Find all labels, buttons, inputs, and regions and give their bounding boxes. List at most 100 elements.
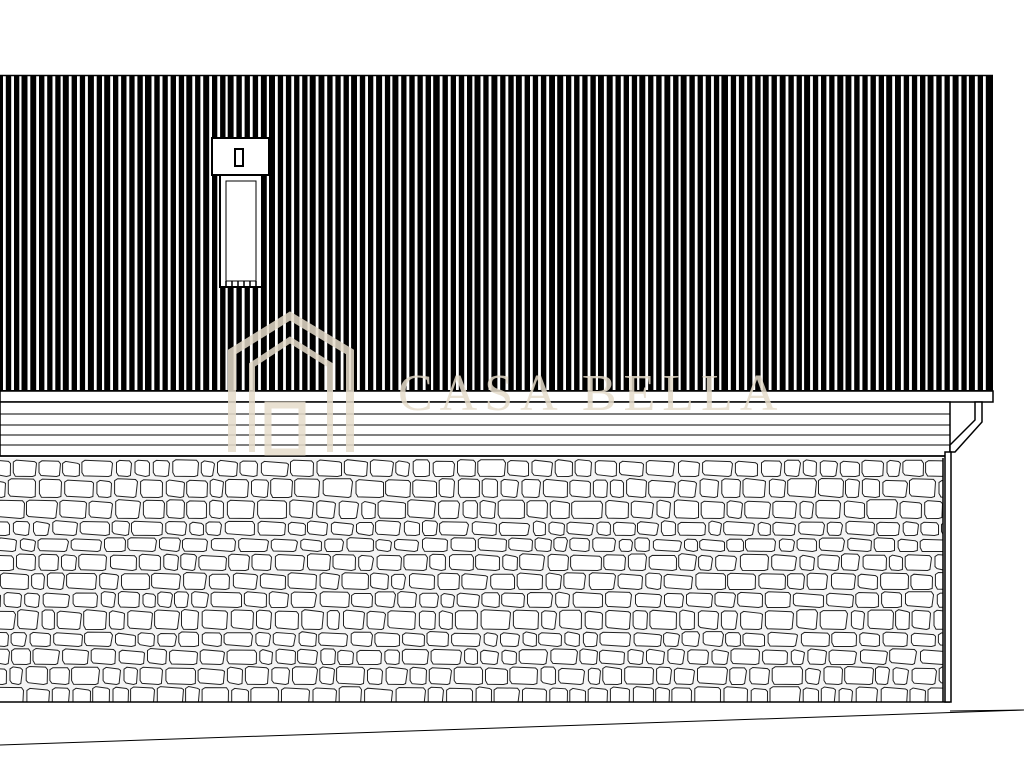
stone xyxy=(522,687,548,702)
stone xyxy=(384,649,401,666)
fascia-board xyxy=(0,401,951,457)
stone xyxy=(457,459,477,478)
stone xyxy=(186,479,209,499)
stone xyxy=(131,520,164,537)
stone xyxy=(855,591,880,609)
stone xyxy=(481,592,501,609)
stone xyxy=(526,500,549,520)
stone xyxy=(199,649,226,666)
stone xyxy=(477,536,508,553)
stone xyxy=(183,571,208,591)
stone xyxy=(427,686,445,702)
roof-rib-gap xyxy=(44,76,48,390)
stone xyxy=(699,538,725,553)
stone xyxy=(374,632,401,648)
roof-rib-gap xyxy=(307,76,310,390)
stone xyxy=(714,591,737,609)
stone xyxy=(88,500,114,520)
stone xyxy=(862,554,888,572)
roof-rib-gap xyxy=(472,76,475,390)
stone xyxy=(346,537,375,553)
roof-rib-gap xyxy=(909,76,912,390)
stone xyxy=(0,481,7,499)
stone xyxy=(490,573,515,591)
house-icon xyxy=(228,311,354,456)
stone xyxy=(289,499,315,520)
roof-rib-gap xyxy=(760,76,763,390)
stone xyxy=(847,537,873,553)
roof-rib-gap xyxy=(439,76,443,390)
stone xyxy=(72,687,92,702)
stone xyxy=(223,632,254,648)
roof-rib-gap xyxy=(27,76,31,390)
stone xyxy=(518,649,549,666)
stone xyxy=(165,479,186,499)
stone xyxy=(0,460,12,478)
stone xyxy=(118,649,146,666)
roof-rib-gap xyxy=(192,76,196,390)
stone xyxy=(260,460,290,478)
roof-rib-gap xyxy=(917,76,920,390)
stone xyxy=(516,572,544,591)
stone xyxy=(596,521,612,537)
roof-rib-gap xyxy=(884,76,887,390)
stone xyxy=(540,666,557,686)
stone xyxy=(882,479,909,499)
roof-rib-gap xyxy=(184,76,187,390)
stone xyxy=(270,538,299,553)
stone xyxy=(375,519,402,537)
roof-rib-gap xyxy=(283,76,286,390)
stone xyxy=(268,591,290,609)
stone xyxy=(563,572,587,591)
roof-rib-gap xyxy=(530,76,533,390)
stone xyxy=(619,460,645,478)
stone xyxy=(62,460,81,478)
stone xyxy=(464,648,479,666)
stone xyxy=(432,460,456,478)
roof-rib-gap xyxy=(670,76,674,390)
stone xyxy=(99,572,120,591)
stone xyxy=(16,553,37,572)
stone xyxy=(49,667,71,686)
roof-rib-gap xyxy=(966,76,969,390)
stone xyxy=(820,686,837,702)
stone xyxy=(226,666,244,686)
roof-rib-gap xyxy=(176,76,179,390)
stone xyxy=(53,632,84,648)
stone xyxy=(613,521,637,537)
stone xyxy=(232,572,259,591)
stone xyxy=(826,521,844,537)
stone xyxy=(224,520,256,537)
roof-rib-gap xyxy=(702,76,706,390)
roof-rib-gap xyxy=(365,76,368,390)
stone xyxy=(201,632,223,648)
stone xyxy=(275,648,297,666)
stone xyxy=(790,649,806,666)
stone xyxy=(112,686,130,702)
stone xyxy=(189,521,205,537)
stone xyxy=(226,649,258,666)
stone xyxy=(114,478,139,499)
roof-rib-gap xyxy=(851,76,855,390)
stone xyxy=(480,649,500,666)
stone xyxy=(726,500,744,520)
roof-rib-gap xyxy=(324,76,328,390)
watermark: CASA BELLA xyxy=(228,311,777,456)
stone xyxy=(33,520,51,537)
stone xyxy=(29,631,52,648)
stone xyxy=(886,459,902,478)
stone xyxy=(481,478,499,499)
stone xyxy=(140,479,164,499)
roof-rib-gap xyxy=(456,76,459,390)
stone xyxy=(603,554,627,572)
stone xyxy=(201,687,230,702)
stone xyxy=(684,538,699,553)
stone xyxy=(25,665,49,686)
stone xyxy=(569,537,591,553)
stone xyxy=(230,609,255,631)
stone xyxy=(867,609,895,631)
stone xyxy=(66,572,98,591)
stone xyxy=(111,520,131,537)
stone xyxy=(564,631,581,648)
stone xyxy=(231,687,250,702)
